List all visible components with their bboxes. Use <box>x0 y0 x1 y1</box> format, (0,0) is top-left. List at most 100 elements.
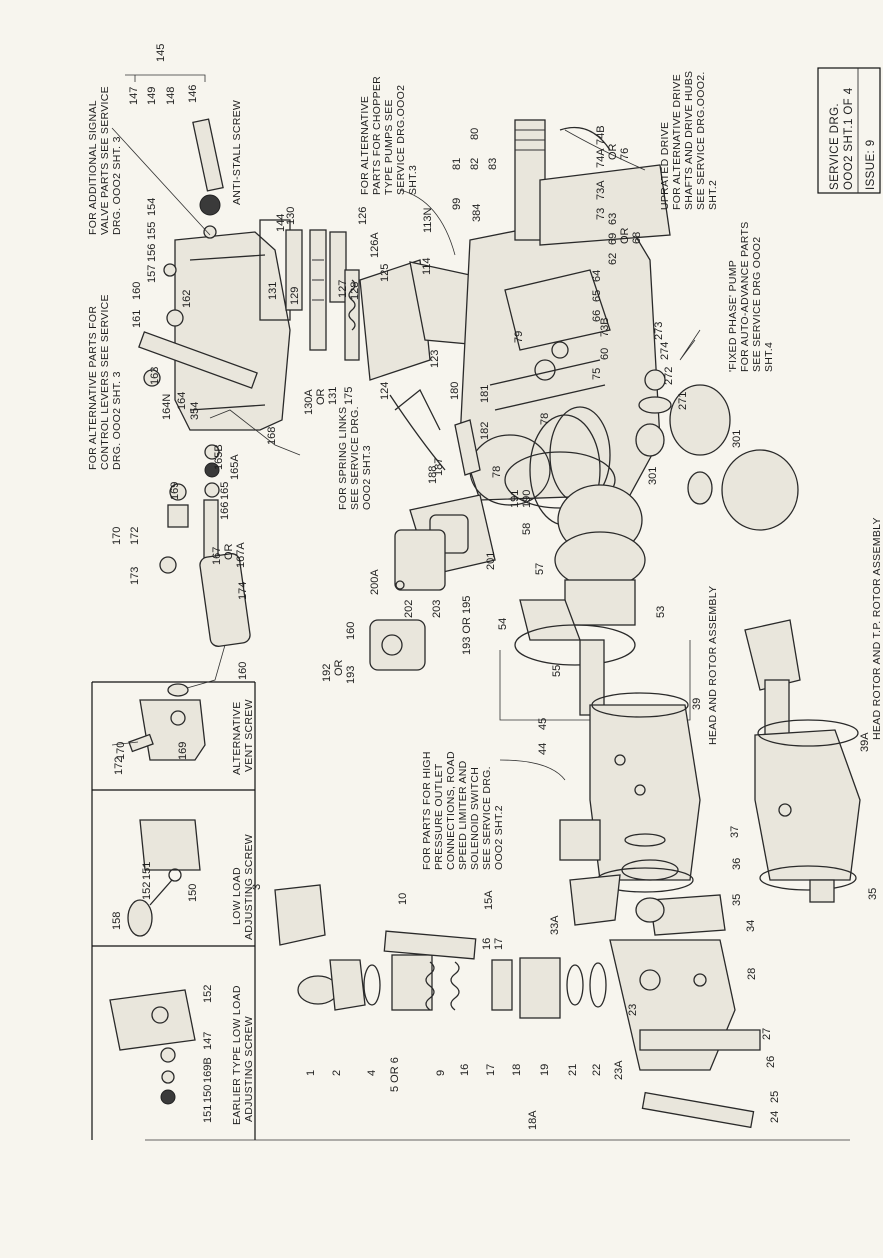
part-number: 35 <box>731 894 743 906</box>
head-rotor-assembly <box>499 579 691 721</box>
svg-text:FOR AUTO-ADVANCE PARTS: FOR AUTO-ADVANCE PARTS <box>739 221 751 372</box>
part-number: 73A <box>595 180 607 200</box>
low-load-caption-2: ADJUSTING SCREW <box>243 834 255 940</box>
svg-text:170: 170 <box>115 742 127 760</box>
part-number: 271 <box>677 392 689 410</box>
part-number: 201 <box>485 552 497 570</box>
part-number: 82 <box>469 158 481 170</box>
part-number: 164N <box>161 394 173 420</box>
part-number: 53 <box>655 606 667 618</box>
part-number: 301 <box>647 467 659 485</box>
part-number: 146 <box>187 85 199 103</box>
part-number: 1 <box>305 1070 317 1076</box>
svg-text:FOR ALTERNATIVE DRIVE: FOR ALTERNATIVE DRIVE <box>671 74 683 210</box>
part-number: 74B <box>595 125 607 145</box>
part-number: 354 <box>189 402 201 420</box>
part-number: 18A <box>527 1110 539 1130</box>
part-number: 169 <box>169 482 181 500</box>
part-number: 63 <box>607 213 619 225</box>
title-block: SERVICE DRG. OOO2 SHT.1 OF 4 ISSUE: 9 <box>817 67 881 194</box>
part-number: 301 <box>731 430 743 448</box>
pump-plate <box>609 939 761 1129</box>
part-number: 148 <box>165 87 177 105</box>
labels-middle: 200A 201 202 203 193 OR 195 160 192 OR 1… <box>321 552 879 906</box>
part-number: 191 <box>509 490 521 508</box>
part-number: 165A <box>229 454 241 480</box>
part-number: 164 <box>176 392 188 410</box>
part-number: 149 <box>146 87 158 105</box>
part-number: OR <box>607 143 619 160</box>
part-number: 384 <box>471 204 483 222</box>
svg-text:SEE SERVICE DRG OOO2: SEE SERVICE DRG OOO2 <box>751 237 763 372</box>
leader-arrows <box>145 129 850 1141</box>
alt-vent-caption-2: VENT SCREW <box>243 699 255 772</box>
part-number: 131 <box>267 282 279 300</box>
fixed-phase-parts <box>635 369 799 531</box>
part-number: 167A <box>235 542 247 568</box>
part-number: 202 <box>403 600 415 618</box>
svg-text:OOO2 SHT.2: OOO2 SHT.2 <box>493 805 505 870</box>
part-number: 17 <box>485 1064 497 1076</box>
svg-text:SHT.2: SHT.2 <box>707 180 719 210</box>
part-number: 22 <box>591 1064 603 1076</box>
part-number: 175 <box>343 387 355 405</box>
svg-text:FOR PARTS FOR HIGH: FOR PARTS FOR HIGH <box>421 751 433 870</box>
part-number: 44 <box>537 743 549 755</box>
svg-text:FOR ADDITIONAL SIGNAL: FOR ADDITIONAL SIGNAL <box>87 100 99 235</box>
part-number: 66 <box>591 310 603 322</box>
part-number: 192 <box>321 664 333 682</box>
part-number: 35 <box>867 888 879 900</box>
part-number: OR <box>315 388 327 405</box>
svg-text:150: 150 <box>202 1085 214 1103</box>
part-number: 274 <box>659 342 671 360</box>
part-number: 54 <box>497 618 509 630</box>
part-number: 165B <box>213 444 225 470</box>
part-number: 76 <box>619 148 631 160</box>
alt-vent-caption-1: ALTERNATIVE <box>231 701 243 775</box>
pump-pistons <box>259 219 481 431</box>
inset-earlier-type-screw: 152 147 169B 150 151 EARLIER TYPE LOW LO… <box>109 985 255 1125</box>
part-number: 125 <box>379 264 391 282</box>
svg-text:OOO2 SHT.3: OOO2 SHT.3 <box>361 445 373 510</box>
part-number: 273 <box>653 322 665 340</box>
svg-text:150: 150 <box>187 884 199 902</box>
labels-top: 145 146 147 148 149 154 155 156 157 160 … <box>111 44 441 680</box>
part-number: 182 <box>479 422 491 440</box>
part-number: 99 <box>451 198 463 210</box>
part-number: 73B <box>599 317 611 337</box>
part-number: 160 <box>131 282 143 300</box>
transfer-pump-rotor <box>559 819 726 936</box>
part-number: 145 <box>155 44 167 62</box>
part-number: 9 <box>435 1070 447 1076</box>
svg-text:151: 151 <box>141 862 153 880</box>
part-number: 78 <box>491 466 503 478</box>
svg-text:VALVE PARTS SEE SERVICE: VALVE PARTS SEE SERVICE <box>99 86 111 235</box>
part-number: 147 <box>128 87 140 105</box>
part-number: 173 <box>129 567 141 585</box>
part-number: 15A <box>483 890 495 910</box>
drive-shaft <box>514 119 671 246</box>
svg-text:PARTS FOR CHOPPER: PARTS FOR CHOPPER <box>371 76 383 195</box>
part-number: 16 <box>459 1064 471 1076</box>
part-number: 128 <box>349 282 361 300</box>
part-number: 3 <box>251 884 263 890</box>
part-number: 272 <box>663 367 675 385</box>
note-chopper-pumps: FOR ALTERNATIVE PARTS FOR CHOPPER TYPE P… <box>359 76 419 195</box>
svg-text:SHT.3: SHT.3 <box>407 165 419 195</box>
part-number: 157 <box>146 265 158 283</box>
earlier-type-caption-2: ADJUSTING SCREW <box>243 1016 255 1122</box>
vent-fittings <box>159 483 251 697</box>
low-load-caption-1: LOW LOAD <box>231 867 243 925</box>
svg-text:SEE SERVICE DRG.OOO2.: SEE SERVICE DRG.OOO2. <box>695 71 707 210</box>
part-number: 124 <box>379 382 391 400</box>
note-signal-valve: FOR ADDITIONAL SIGNAL VALVE PARTS SEE SE… <box>87 86 123 235</box>
svg-text:169: 169 <box>177 742 189 760</box>
part-number: 80 <box>469 128 481 140</box>
part-number: 163 <box>149 367 161 385</box>
part-number: 10 <box>397 893 409 905</box>
part-number: 81 <box>451 158 463 170</box>
part-number: 166 <box>219 502 231 520</box>
part-number: 181 <box>479 385 491 403</box>
part-number: 168 <box>266 427 278 445</box>
